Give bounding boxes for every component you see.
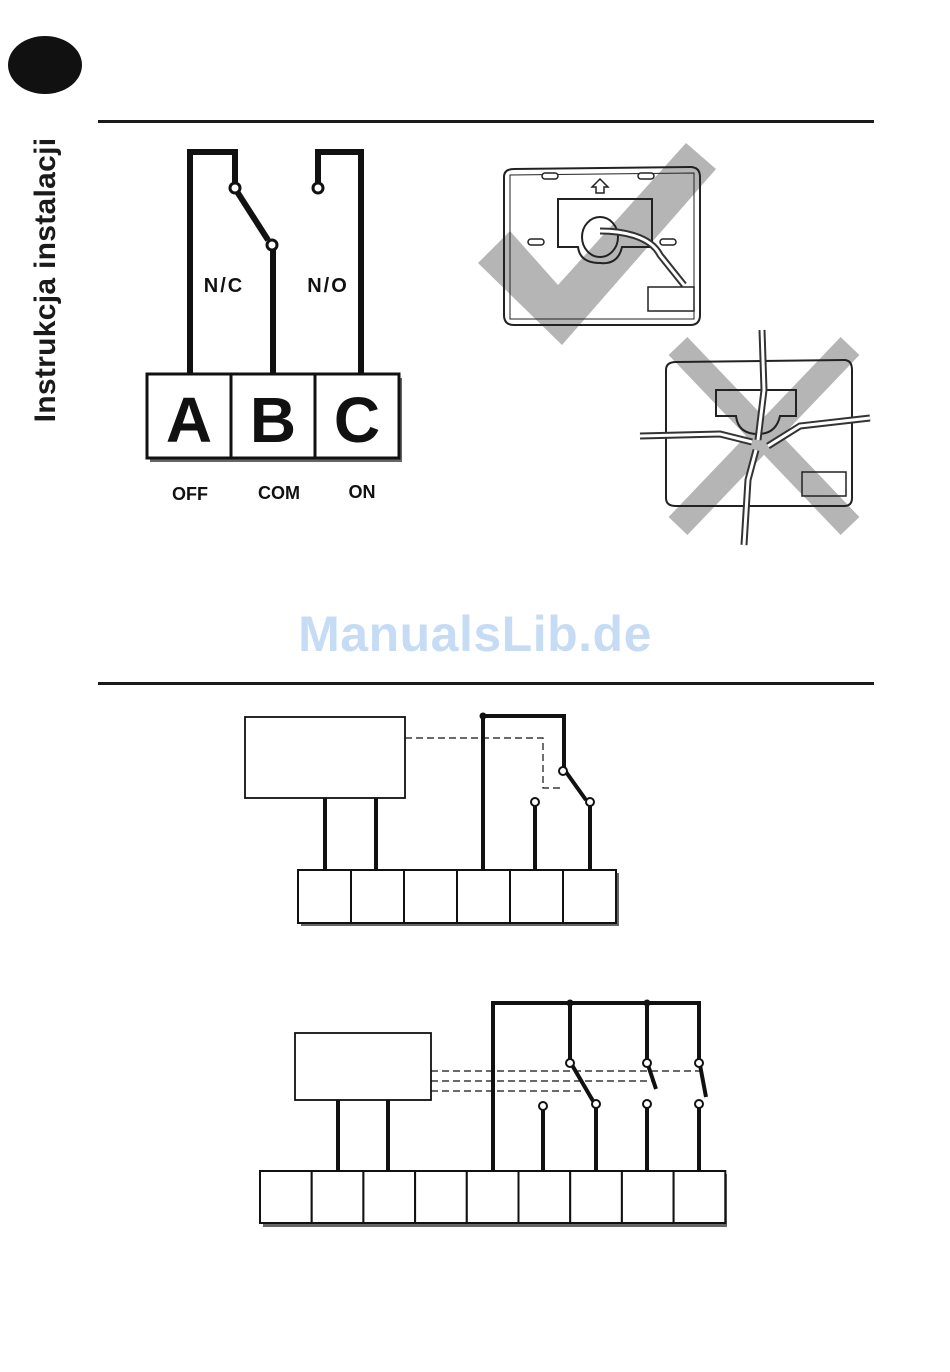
wiring-diagram-single-relay [240, 710, 630, 930]
terminal-cell-8 [622, 1171, 674, 1223]
relay-blade [566, 772, 586, 800]
terminal-cell-9 [674, 1171, 726, 1223]
contact-point [643, 1059, 651, 1067]
terminal-row [260, 1171, 725, 1223]
junction-dot [567, 1000, 574, 1007]
terminal-cell-7 [570, 1171, 622, 1223]
terminal-a-letter: A [166, 384, 212, 456]
terminal-row [298, 870, 616, 923]
terminal-cell-4 [415, 1171, 467, 1223]
terminal-cell-1 [298, 870, 351, 923]
contact-point [539, 1102, 547, 1110]
contact-point [592, 1100, 600, 1108]
nc-contact-point [230, 183, 240, 193]
incorrect-mounting-illustration [640, 330, 870, 545]
terminal-b-label: COM [258, 483, 300, 503]
terminal-cell-5 [467, 1171, 519, 1223]
device-box [295, 1033, 431, 1100]
junction-dot [480, 713, 487, 720]
relay-blade-2 [648, 1065, 656, 1089]
terminal-cell-1 [260, 1171, 312, 1223]
device-box [245, 717, 405, 798]
page-tab [8, 36, 82, 94]
relay-supply-wire [483, 716, 564, 870]
no-contact-point [313, 183, 323, 193]
terminal-cell-5 [510, 870, 563, 923]
contact-point [531, 798, 539, 806]
terminal-cell-3 [404, 870, 457, 923]
contact-point [566, 1059, 574, 1067]
terminal-cell-6 [519, 1171, 571, 1223]
relay-blade-3 [700, 1065, 706, 1097]
terminal-cell-2 [351, 870, 404, 923]
junction-dot [644, 1000, 651, 1007]
slot [660, 239, 676, 245]
terminal-cell-6 [563, 870, 616, 923]
slot [528, 239, 544, 245]
nc-wire [190, 152, 235, 376]
terminal-cell-4 [457, 870, 510, 923]
correct-mounting-illustration [470, 135, 730, 355]
nc-label: N/C [204, 275, 244, 297]
terminal-b-letter: B [250, 384, 296, 456]
terminal-c-label: ON [349, 482, 376, 502]
terminal-a-label: OFF [172, 484, 208, 504]
contact-point [643, 1100, 651, 1108]
section-title-vertical: Instrukcja instalacji [29, 138, 63, 423]
contact-point [586, 798, 594, 806]
section-rule-top [98, 120, 874, 123]
terminal-cell-3 [363, 1171, 415, 1223]
terminal-c-letter: C [334, 384, 380, 456]
contact-point [559, 767, 567, 775]
arrow-up-icon [592, 179, 608, 193]
relay-contact-diagram: N/C N/O A B C OFF COM ON [140, 140, 420, 520]
watermark: ManualsLib.de [0, 605, 950, 663]
terminal-strip [648, 287, 694, 311]
no-wire [318, 152, 361, 376]
slot [638, 173, 654, 179]
slot [542, 173, 558, 179]
no-label: N/O [307, 275, 349, 297]
switch-blade [236, 190, 268, 240]
terminal-cell-2 [312, 1171, 364, 1223]
section-rule-middle [98, 682, 874, 685]
wiring-diagram-triple-relay [255, 995, 735, 1230]
contact-point [695, 1059, 703, 1067]
com-contact-point [267, 240, 277, 250]
contact-point [695, 1100, 703, 1108]
